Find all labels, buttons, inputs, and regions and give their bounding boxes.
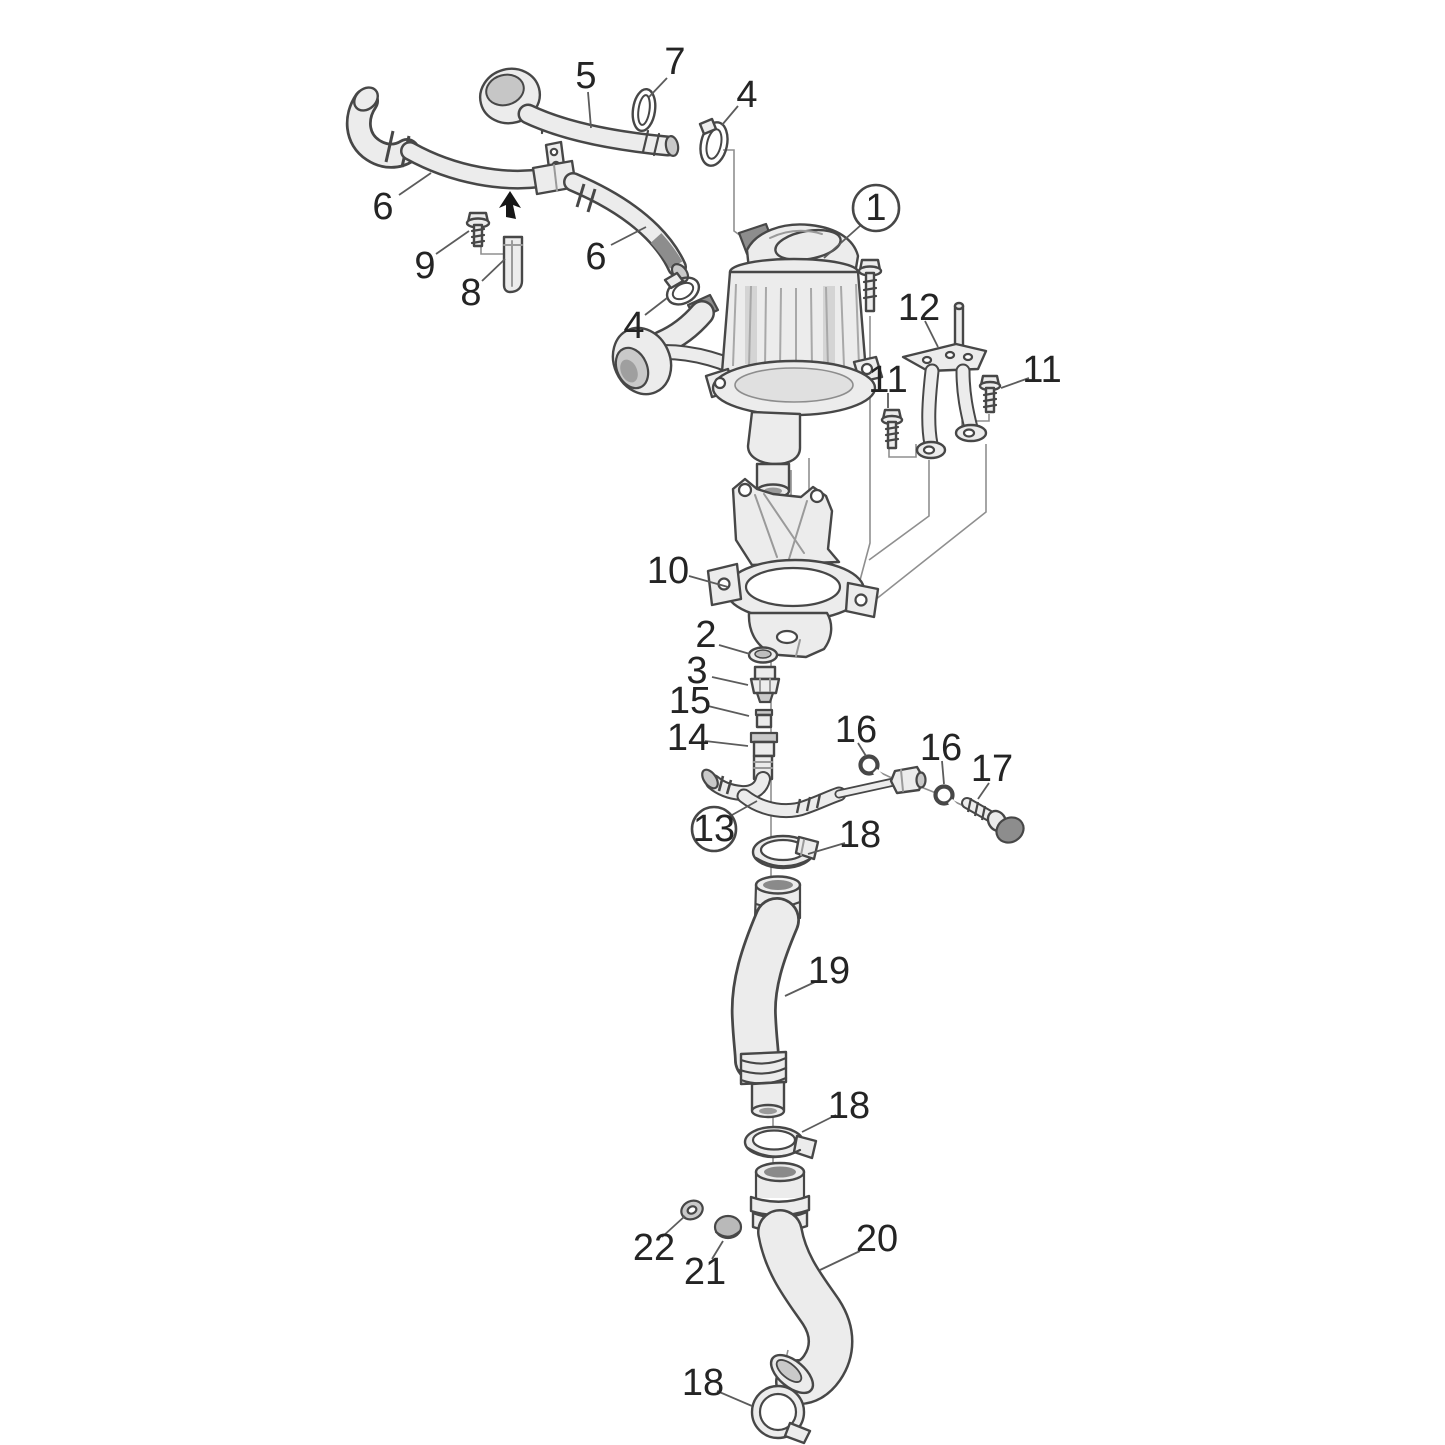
callout-5-label: 5 — [575, 55, 596, 97]
callout-9-label: 9 — [414, 245, 435, 287]
callout-13-circle — [690, 805, 738, 853]
callout-1-circle — [851, 183, 901, 233]
callout-19-label: 19 — [808, 950, 850, 992]
bracket-10-illustration — [706, 477, 880, 659]
clamp-18-middle-illustration — [743, 1125, 818, 1160]
washer-22-illustration — [680, 1199, 704, 1221]
plug-21-illustration — [713, 1214, 743, 1240]
clamp-4-top-illustration — [698, 117, 729, 167]
callout-6-left-label: 6 — [372, 186, 393, 228]
air-pump-illustration — [611, 222, 884, 499]
bolt-17-illustration — [961, 797, 1025, 844]
pipe-13-illustration — [701, 754, 927, 819]
callout-7-label: 7 — [664, 41, 685, 83]
callout-16-right-label: 16 — [920, 727, 962, 769]
bolt-9-illustration — [465, 211, 491, 248]
callout-12-label: 12 — [898, 287, 940, 329]
direction-arrow-icon — [499, 191, 521, 219]
sleeve-15-illustration — [754, 708, 774, 729]
callout-11-right-label: 11 — [1022, 349, 1061, 391]
callout-8-label: 8 — [460, 272, 481, 314]
callout-18-middle-label: 18 — [828, 1085, 870, 1127]
bolt-11-left-illustration — [880, 408, 904, 450]
callout-labels: 5 7 4 1 6 9 8 6 4 12 11 11 10 2 3 15 14 … — [372, 41, 1061, 1404]
ring-16-right-illustration — [933, 784, 959, 810]
callout-21-label: 21 — [684, 1251, 726, 1293]
bracket-12-illustration — [901, 301, 988, 460]
callout-4-mid-label: 4 — [623, 305, 644, 347]
fitting-3-illustration — [749, 665, 781, 704]
callout-16-left-label: 16 — [835, 709, 877, 751]
hose-5-illustration — [478, 67, 680, 158]
callout-1-label: 1 — [865, 187, 886, 229]
callout-11-left-label: 11 — [868, 359, 907, 401]
bolt-11-right-illustration — [978, 374, 1002, 414]
callout-4-top-label: 4 — [736, 74, 757, 116]
clamp-18-bottom-illustration — [750, 1384, 812, 1445]
callout-18-bottom-label: 18 — [682, 1362, 724, 1404]
callout-22-label: 22 — [633, 1227, 675, 1269]
callout-14-label: 14 — [667, 717, 709, 759]
bracket-8-illustration — [502, 235, 524, 294]
hose-19-illustration — [730, 875, 802, 1119]
callout-3-label: 3 — [686, 650, 707, 692]
ring-16-left-illustration — [858, 754, 884, 780]
callout-17-label: 17 — [971, 748, 1013, 790]
callout-6-mid-label: 6 — [585, 236, 606, 278]
callout-15-label: 15 — [669, 680, 711, 722]
callout-10-label: 10 — [647, 550, 689, 592]
clamp-18-upper-illustration — [751, 834, 820, 870]
grommet-14-illustration — [749, 731, 779, 758]
clamp-4-mid-illustration — [663, 271, 701, 306]
callout-13-label: 13 — [693, 808, 735, 850]
clamp-7-illustration — [631, 87, 657, 133]
seal-2-illustration — [747, 646, 779, 664]
callout-18-upper-label: 18 — [839, 814, 881, 856]
callout-20-label: 20 — [856, 1218, 898, 1260]
callout-2-label: 2 — [695, 614, 716, 656]
leader-lines — [398, 77, 1030, 1407]
hose-20-illustration — [749, 1161, 854, 1406]
